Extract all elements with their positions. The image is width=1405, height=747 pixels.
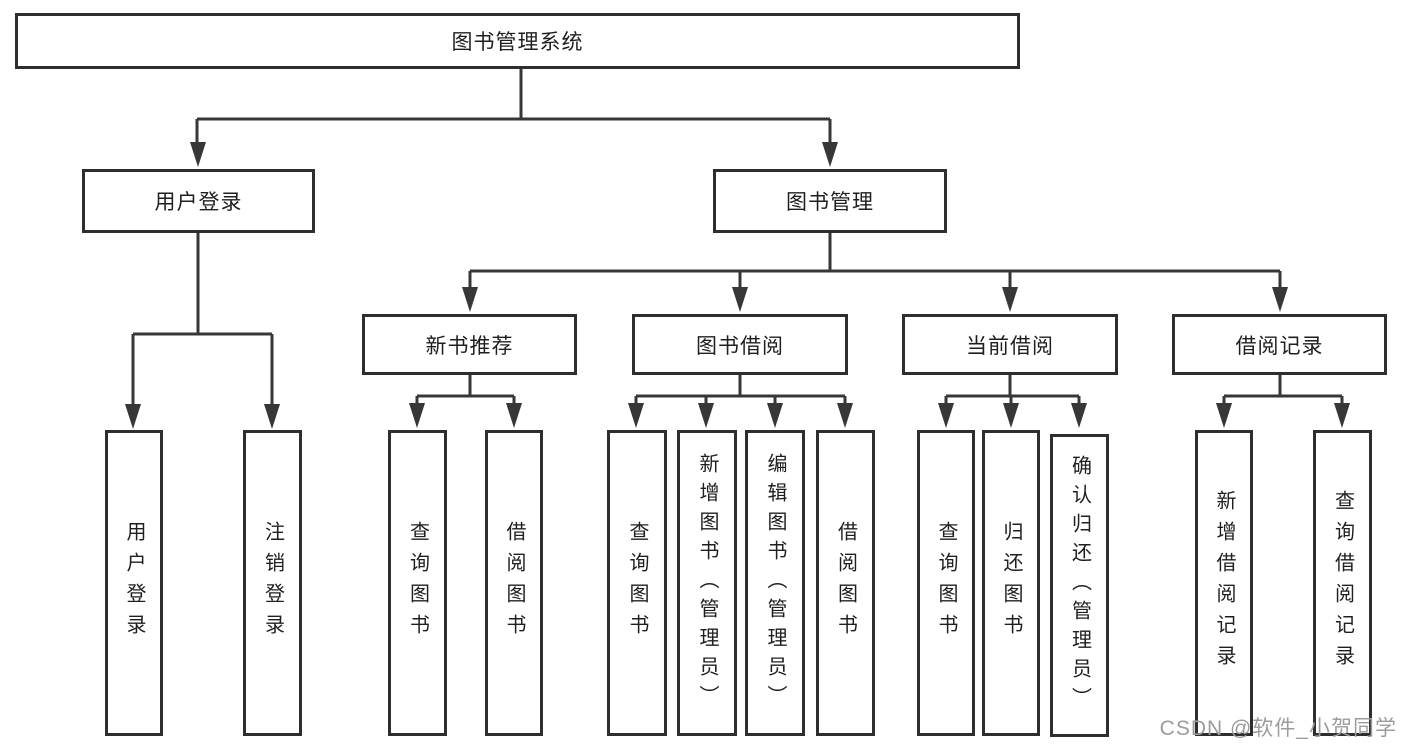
arrowhead-icons: [125, 142, 1350, 429]
leaf-query-borrow-record: 查询借阅记录: [1313, 430, 1372, 736]
csdn-watermark: CSDN @软件_小贺同学: [1159, 717, 1397, 740]
node-book-management: 图书管理: [713, 169, 947, 233]
node-new-book-recommend: 新书推荐: [362, 314, 577, 375]
leaf-borrow-books-recommend: 借阅图书: [485, 430, 543, 736]
node-label: 编辑图书（管理员）: [764, 452, 786, 714]
node-label: 图书借阅: [696, 334, 784, 358]
leaf-confirm-return-admin: 确认归还（管理员）: [1050, 434, 1109, 737]
node-current-borrow: 当前借阅: [902, 314, 1118, 375]
node-label: 确认归还（管理员）: [1068, 455, 1091, 716]
node-label: 查询图书: [935, 521, 957, 645]
leaf-query-books-borrow: 查询图书: [607, 430, 667, 736]
node-label: 用户登录: [154, 191, 243, 214]
node-label: 图书管理: [786, 191, 874, 214]
node-label: 新书推荐: [425, 334, 514, 358]
leaf-add-borrow-record: 新增借阅记录: [1195, 430, 1253, 736]
leaf-query-books-current: 查询图书: [917, 430, 975, 736]
node-borrow-records: 借阅记录: [1172, 314, 1387, 375]
node-label: 借阅图书: [834, 521, 857, 645]
leaf-user-login: 用户登录: [105, 430, 163, 736]
node-user-login: 用户登录: [82, 169, 315, 233]
node-label: 图书管理系统: [451, 31, 584, 54]
node-book-borrow: 图书借阅: [632, 314, 848, 375]
leaf-edit-books-admin: 编辑图书（管理员）: [745, 430, 805, 736]
leaf-query-books-recommend: 查询图书: [388, 430, 447, 736]
node-label: 查询借阅记录: [1331, 490, 1354, 676]
node-label: 借阅图书: [503, 521, 525, 645]
node-label: 注销登录: [261, 521, 284, 645]
node-label: 查询图书: [626, 521, 648, 645]
node-label: 借阅记录: [1235, 334, 1324, 358]
node-label: 当前借阅: [966, 334, 1054, 358]
node-label: 用户登录: [123, 521, 145, 645]
node-label: 新增图书（管理员）: [696, 452, 718, 714]
leaf-return-books: 归还图书: [982, 430, 1040, 736]
leaf-add-books-admin: 新增图书（管理员）: [677, 430, 737, 736]
node-label: 归还图书: [1000, 521, 1022, 645]
leaf-logout: 注销登录: [243, 430, 302, 736]
node-label: 查询图书: [406, 521, 429, 645]
leaf-borrow-books: 借阅图书: [816, 430, 875, 736]
node-system-root: 图书管理系统: [15, 13, 1020, 69]
node-label: 新增借阅记录: [1213, 490, 1235, 676]
